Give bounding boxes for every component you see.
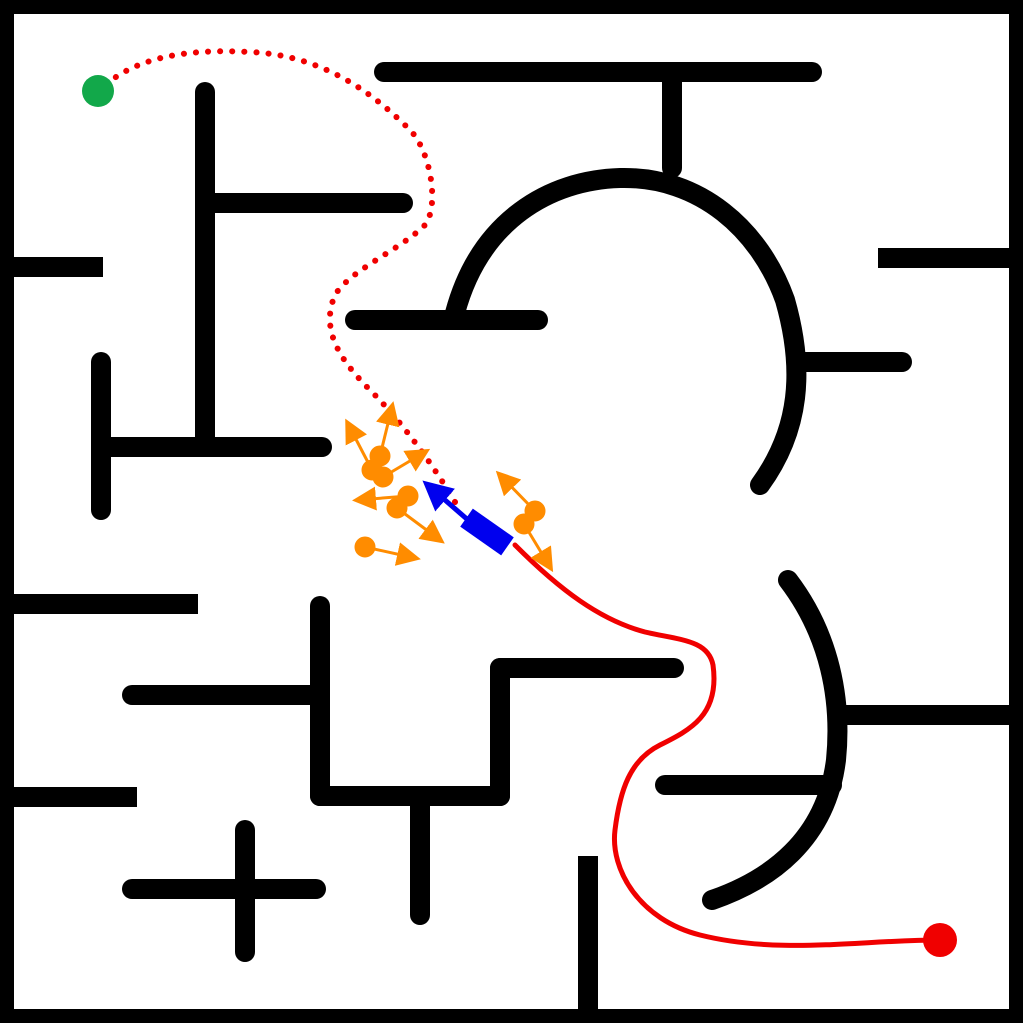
robot-body xyxy=(460,508,514,556)
wall-central-arc xyxy=(445,167,807,495)
particle-arrow xyxy=(382,448,431,479)
particle-arrow xyxy=(364,542,421,566)
particle-arrow xyxy=(352,486,409,511)
wall-lower-right-arc xyxy=(702,570,848,910)
particle-arrow xyxy=(495,470,537,513)
particle xyxy=(354,536,421,566)
heading-arrow xyxy=(422,480,470,522)
particle xyxy=(495,470,546,522)
particle-arrow xyxy=(396,506,445,544)
particle-arrow xyxy=(345,418,374,471)
particle-arrow xyxy=(376,401,400,457)
particle-cloud xyxy=(345,401,554,573)
particle-arrow xyxy=(522,523,554,573)
goal-marker xyxy=(923,923,957,957)
traveled-path xyxy=(512,542,943,948)
particle xyxy=(386,497,445,544)
robot xyxy=(422,480,514,556)
start-marker xyxy=(82,75,114,107)
particle xyxy=(372,448,431,488)
particle xyxy=(513,513,554,573)
